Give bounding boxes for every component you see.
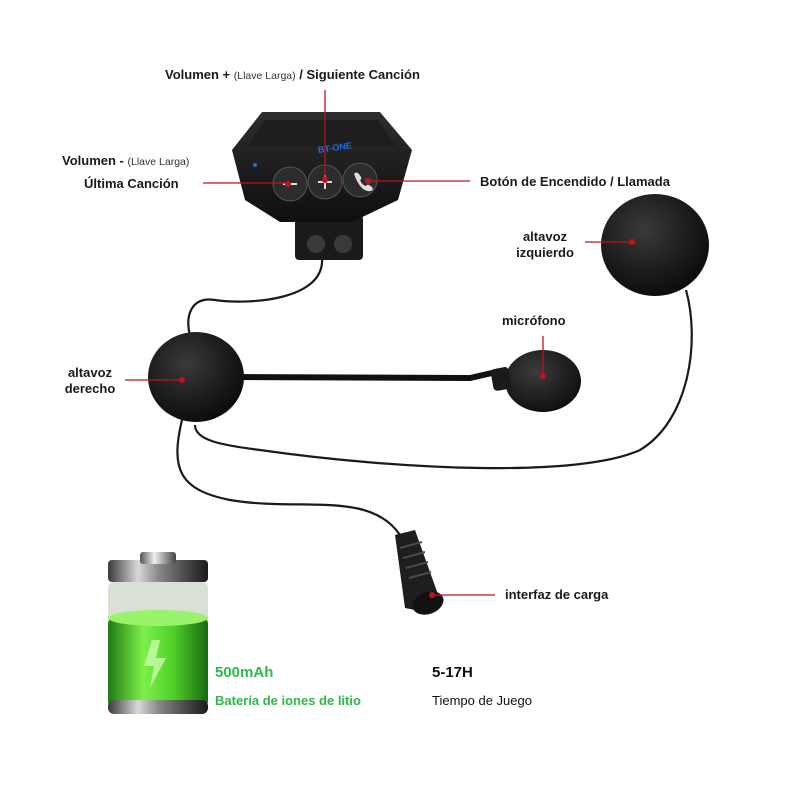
volume-down-hint: (Llave Larga) xyxy=(127,156,190,168)
last-song-label: Última Canción xyxy=(84,176,179,191)
power-call-label: Botón de Encendido / Llamada xyxy=(480,174,670,189)
right-speaker-line-2: derecho xyxy=(64,381,116,396)
boom-arm xyxy=(229,367,508,382)
left-speaker-line-2: izquierdo xyxy=(516,245,574,260)
control-unit: BT-ONE xyxy=(232,112,412,260)
svg-text:BT-ONE: BT-ONE xyxy=(317,140,352,155)
phone-icon xyxy=(354,172,373,192)
cables xyxy=(176,257,693,536)
microphone-foam xyxy=(505,350,581,412)
next-song-text: / Siguiente Canción xyxy=(299,67,420,82)
play-time-value: 5-17H xyxy=(432,664,473,681)
volume-up-label: Volumen + (Llave Larga) / Siguiente Canc… xyxy=(165,67,420,84)
volume-up-hint: (Llave Larga) xyxy=(233,70,296,82)
microphone-label: micrófono xyxy=(502,313,566,328)
charging-connector xyxy=(395,530,444,615)
right-speaker xyxy=(148,332,244,422)
right-speaker-label: altavoz derecho xyxy=(55,365,125,397)
leader-dots xyxy=(179,177,635,598)
play-time-label: Tiempo de Juego xyxy=(432,693,532,708)
left-speaker-label: altavoz izquierdo xyxy=(505,229,585,261)
volume-down-label: Volumen - (Llave Larga) xyxy=(62,153,189,170)
charge-port-label: interfaz de carga xyxy=(505,587,609,602)
leader-lines xyxy=(125,90,630,596)
battery-type: Batería de iones de litio xyxy=(215,693,361,708)
left-speaker-line-1: altavoz xyxy=(522,229,568,244)
volume-down-main: Volumen - xyxy=(62,153,124,168)
battery-icon xyxy=(108,552,208,714)
capacity-value: 500mAh xyxy=(215,664,274,681)
left-speaker xyxy=(601,194,709,296)
right-speaker-line-1: altavoz xyxy=(67,365,113,380)
volume-up-main: Volumen + xyxy=(165,67,231,82)
